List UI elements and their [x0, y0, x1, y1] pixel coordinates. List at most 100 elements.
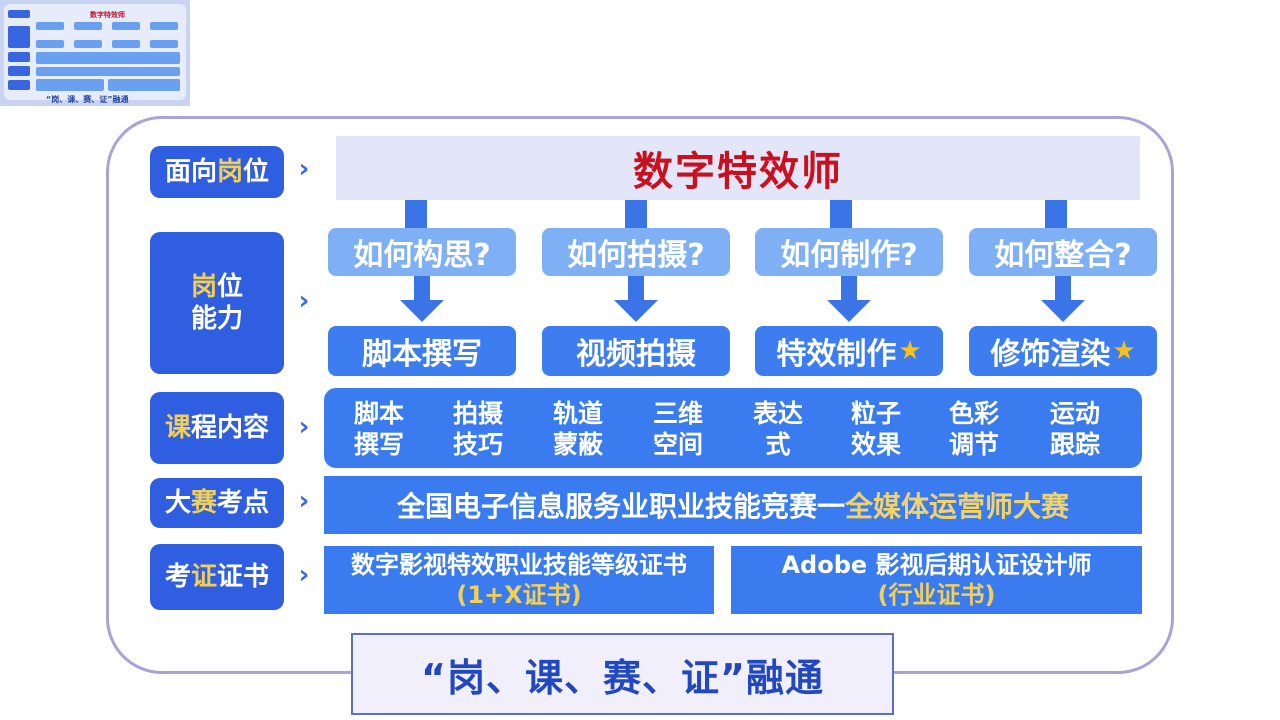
thumbnail-block [150, 40, 178, 48]
connector-stem [830, 200, 852, 228]
connector-stem [1045, 200, 1067, 228]
course-line: 运动 [1049, 399, 1100, 428]
arrow-down-icon [400, 300, 444, 322]
connector-stem [405, 200, 427, 228]
course-line: 技巧 [452, 430, 503, 459]
arrow-down-icon [614, 300, 658, 322]
skill-label: 视频拍摄 [576, 337, 696, 372]
course-line: 表达 [752, 399, 803, 428]
footer-caption: “岗、课、赛、证”融通 [351, 633, 894, 715]
thumbnail-label [8, 80, 30, 90]
thumbnail-label [8, 66, 30, 76]
certificate-type: (行业证书) [877, 581, 996, 609]
course-line: 调节 [948, 430, 999, 459]
question-box: 如何制作? [755, 228, 943, 276]
certificate-box: Adobe 影视后期认证设计师 (行业证书) [731, 546, 1142, 614]
thumbnail-label [8, 52, 30, 62]
connector-stem [625, 200, 647, 228]
row-label-competition-post: 考点 [217, 487, 270, 518]
question-box: 如何拍摄? [542, 228, 730, 276]
row-label-certificate-post: 证书 [217, 561, 270, 592]
row-label-certificate-hl: 证 [190, 561, 217, 592]
row-label-post-pre: 面向 [164, 156, 217, 187]
course-line: 蒙蔽 [552, 430, 603, 459]
course-item: 三维空间 [638, 398, 718, 460]
thumbnail-block [74, 40, 102, 48]
arrow-down-stem [841, 276, 857, 300]
arrow-down-stem [628, 276, 644, 300]
slide-thumbnail[interactable]: 数字特效师 “岗、课、赛、证”融通 [0, 0, 190, 106]
row-label-ability-post: 位 [217, 271, 244, 302]
skill-box: 视频拍摄 [542, 326, 730, 376]
thumbnail-block [108, 79, 180, 91]
thumbnail-title: 数字特效师 [90, 11, 125, 19]
course-line: 跟踪 [1049, 430, 1100, 459]
thumbnail-block [36, 79, 104, 91]
question-box: 如何整合? [969, 228, 1157, 276]
chevron-right-icon: › [298, 560, 310, 590]
row-label-post: 面向岗位 [150, 146, 284, 198]
skill-box: 特效制作★ [755, 326, 943, 376]
course-line: 空间 [652, 430, 703, 459]
question-box: 如何构思? [328, 228, 516, 276]
thumbnail-block [150, 22, 178, 30]
row-label-certificate-pre: 考 [164, 561, 191, 592]
course-item: 脚本撰写 [339, 398, 419, 460]
course-item: 轨道蒙蔽 [538, 398, 618, 460]
star-icon: ★ [1112, 336, 1136, 366]
certificate-name: 数字影视特效职业技能等级证书 [351, 551, 687, 579]
thumbnail-label [8, 26, 30, 48]
course-line: 粒子 [850, 399, 901, 428]
chevron-right-icon: › [298, 154, 310, 184]
course-line: 脚本 [353, 399, 404, 428]
thumbnail-block [36, 52, 180, 64]
skill-box: 脚本撰写 [328, 326, 516, 376]
course-line: 式 [765, 430, 791, 459]
row-label-ability-hl: 岗 [190, 271, 217, 302]
row-label-ability-line1: 岗位 [191, 271, 243, 304]
course-line: 轨道 [552, 399, 603, 428]
course-item: 运动跟踪 [1035, 398, 1115, 460]
course-line: 拍摄 [452, 399, 503, 428]
certificate-box: 数字影视特效职业技能等级证书 (1+X证书) [324, 546, 714, 614]
row-label-post-post: 位 [243, 156, 270, 187]
arrow-down-icon [1041, 300, 1085, 322]
competition-prefix: 全国电子信息服务业职业技能竞赛一 [396, 490, 845, 523]
thumbnail-block [74, 22, 102, 30]
skill-box: 修饰渲染★ [969, 326, 1157, 376]
row-label-certificate: 考证证书 [150, 544, 284, 610]
course-line: 撰写 [353, 430, 404, 459]
banner-title: 数字特效师 [336, 136, 1140, 200]
course-panel: 脚本撰写 拍摄技巧 轨道蒙蔽 三维空间 表达式 粒子效果 色彩调节 运动跟踪 [324, 388, 1142, 468]
skill-label: 修饰渲染 [990, 337, 1111, 372]
row-label-ability: 岗位 能力 [150, 232, 284, 374]
thumbnail-label [8, 10, 30, 18]
thumbnail-footer: “岗、课、赛、证”融通 [46, 95, 129, 104]
course-item: 粒子效果 [836, 398, 916, 460]
arrow-down-stem [414, 276, 430, 300]
chevron-right-icon: › [298, 412, 310, 442]
certificate-type: (1+X证书) [456, 581, 582, 609]
thumbnail-block [112, 22, 140, 30]
row-label-competition-hl: 赛 [190, 487, 217, 518]
skill-label: 脚本撰写 [362, 337, 482, 372]
thumbnail-block [36, 22, 64, 30]
thumbnail-block [36, 40, 64, 48]
row-label-course-hl: 课 [164, 412, 191, 443]
course-item: 色彩调节 [934, 398, 1014, 460]
course-line: 色彩 [948, 399, 999, 428]
competition-highlight: 全媒体运营师大赛 [845, 490, 1070, 523]
thumbnail-block [36, 67, 180, 76]
chevron-right-icon: › [298, 486, 310, 516]
row-label-ability-line2: 能力 [190, 304, 243, 334]
row-label-post-hl: 岗 [216, 156, 243, 187]
arrow-down-stem [1055, 276, 1071, 300]
row-label-course-post: 程内容 [191, 412, 270, 443]
competition-panel: 全国电子信息服务业职业技能竞赛一全媒体运营师大赛 [324, 476, 1142, 534]
skill-label: 特效制作 [776, 337, 897, 372]
course-item: 拍摄技巧 [438, 398, 518, 460]
star-icon: ★ [898, 336, 922, 366]
arrow-down-icon [827, 300, 871, 322]
row-label-competition-pre: 大 [164, 487, 191, 518]
course-item: 表达式 [738, 398, 818, 460]
